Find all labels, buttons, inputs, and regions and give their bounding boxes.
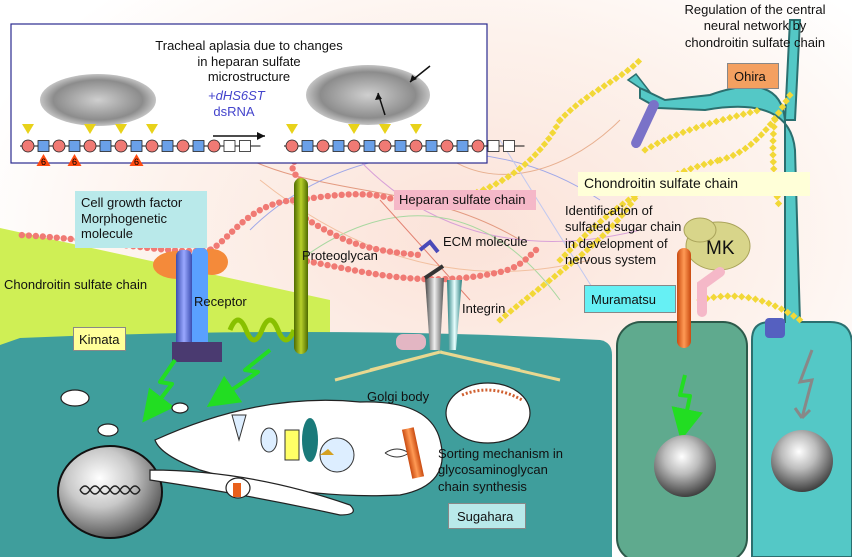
mk-label: MK <box>706 238 735 259</box>
heparan-label: Heparan sulfate chain <box>394 190 536 210</box>
inset-title: Tracheal aplasia due to changes in hepar… <box>155 38 343 85</box>
neuron-receptor <box>765 318 785 338</box>
embryo-control <box>40 74 156 126</box>
neuron-nucleus-left <box>654 435 716 497</box>
integrin-label: Integrin <box>462 301 506 316</box>
sorting-label: Sorting mechanism in glycosaminoglycan c… <box>438 446 563 494</box>
signal-arrows <box>142 348 703 441</box>
signal-arrow-gray <box>793 349 815 420</box>
proteoglycan-core <box>294 178 308 354</box>
receptor-base <box>172 342 222 362</box>
regulation-label: Regulation of the central neural network… <box>684 2 826 50</box>
glycan-synthesis-enzymes <box>231 388 523 497</box>
protein-coil <box>227 317 297 343</box>
nucleus <box>57 445 163 539</box>
receptor-left <box>176 250 192 360</box>
dendrite-tip <box>626 72 653 94</box>
treatment-label: +dHS6ST dsRNA <box>208 88 265 119</box>
integrin <box>334 239 561 382</box>
tag-kimata: Kimata <box>73 327 126 351</box>
receptor-right <box>192 248 208 358</box>
identification-label: Identification of sulfated sugar chain i… <box>565 203 682 267</box>
receptor-label: Receptor <box>194 294 247 309</box>
neuron-nucleus-right <box>771 430 833 492</box>
tag-sugahara: Sugahara <box>448 503 526 529</box>
tag-muramatsu: Muramatsu <box>584 285 676 313</box>
mk-coreceptor <box>697 267 725 317</box>
chondroitin-label-right: Chondroitin sulfate chain <box>578 172 810 196</box>
embryo-knockdown <box>306 65 430 125</box>
ecm-label: ECM molecule <box>443 234 528 249</box>
proteoglycan-label: Proteoglycan <box>302 248 378 263</box>
sugar-chain-knockdown <box>284 124 525 153</box>
receptor-complex <box>153 248 297 362</box>
svg-text:6: 6 <box>72 157 77 167</box>
svg-text:6: 6 <box>134 157 139 167</box>
tag-ohira: Ohira <box>727 63 779 89</box>
axon-receptor <box>631 99 659 149</box>
sugar-chain-control: 6 6 6 <box>20 124 261 167</box>
svg-text:6: 6 <box>41 157 46 167</box>
growth-factor-label: Cell growth factor Morphogenetic molecul… <box>75 191 207 248</box>
chondroitin-label-left: Chondroitin sulfate chain <box>4 277 148 292</box>
mk-receptor <box>677 248 691 348</box>
extracellular-ground <box>0 228 330 350</box>
golgi-label: Golgi body <box>367 389 430 404</box>
